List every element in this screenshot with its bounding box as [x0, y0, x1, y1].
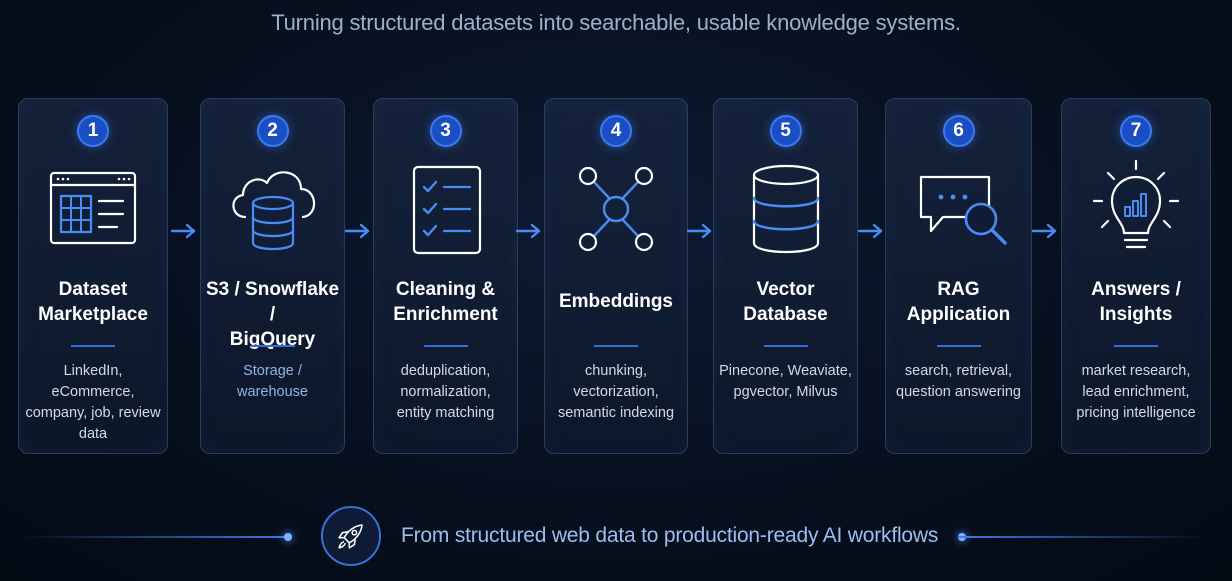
step-number-badge: 4	[600, 115, 632, 147]
dataset-table-icon	[43, 159, 143, 259]
step-title: Embeddings	[558, 291, 673, 312]
step-card-7: 7 Answers /Insights market	[1061, 98, 1211, 454]
step-divider	[423, 345, 468, 347]
step-divider	[763, 345, 808, 347]
step-title: Cleaning &Enrichment	[393, 279, 498, 325]
step-card-2: 2 S3 / Snowflake /BigQuery Storage /ware…	[200, 98, 345, 454]
step-number-badge: 5	[769, 115, 802, 147]
arrow-right-icon	[170, 223, 196, 239]
footer-dot-left	[284, 533, 292, 541]
checklist-icon	[396, 159, 496, 259]
step-number-badge: 3	[429, 115, 462, 147]
step-title: Answers /Insights	[1091, 279, 1181, 325]
database-icon	[736, 159, 836, 259]
arrow-right-icon	[857, 223, 883, 239]
step-description: search, retrieval,question answering	[896, 363, 1021, 400]
step-divider	[1114, 345, 1158, 347]
step-description: deduplication,normalization,entity match…	[396, 363, 495, 421]
step-number-badge: 2	[256, 115, 289, 147]
step-divider	[936, 345, 981, 347]
step-card-4: 4 Embeddings chunking,vectorization,sema…	[544, 98, 688, 454]
footer-line-right	[958, 536, 1208, 538]
subtitle: Turning structured datasets into searcha…	[271, 10, 961, 35]
lightbulb-chart-icon	[1086, 159, 1186, 259]
footer-line-left	[20, 536, 288, 538]
arrow-right-icon	[1031, 223, 1057, 239]
step-description: LinkedIn, eCommerce,company, job, review…	[25, 363, 161, 442]
chat-search-icon	[909, 159, 1009, 259]
arrow-right-icon	[686, 223, 712, 239]
step-card-3: 3 Cleaning &Enrichment deduplication,nor…	[373, 98, 518, 454]
step-description: market research,lead enrichment,pricing …	[1076, 363, 1196, 421]
step-number-badge: 1	[77, 115, 109, 147]
step-description: Pinecone, Weaviate,pgvector, Milvus	[719, 363, 852, 400]
step-number-badge: 7	[1120, 115, 1152, 147]
step-title: S3 / Snowflake /BigQuery	[205, 279, 340, 350]
step-divider	[594, 345, 638, 347]
step-number-badge: 6	[942, 115, 975, 147]
arrow-right-icon	[344, 223, 370, 239]
step-description: Storage /warehouse	[237, 363, 308, 400]
footer-tagline: From structured web data to production-r…	[401, 524, 939, 547]
step-divider	[71, 345, 115, 347]
rocket-icon	[321, 506, 381, 566]
network-nodes-icon	[566, 159, 666, 259]
step-description: chunking,vectorization,semantic indexing	[557, 363, 675, 421]
arrow-right-icon	[515, 223, 541, 239]
step-divider	[250, 345, 295, 347]
cloud-database-icon	[223, 159, 323, 259]
